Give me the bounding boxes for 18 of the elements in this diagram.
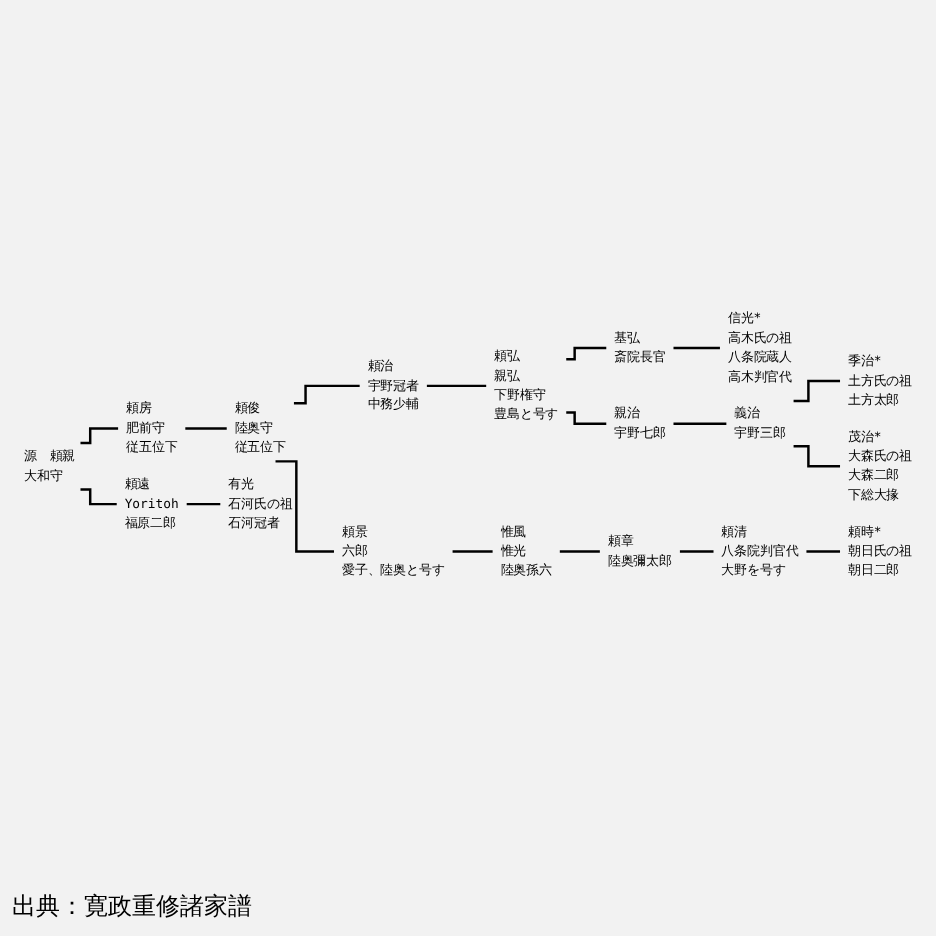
connector: [185, 427, 227, 430]
connector: [566, 411, 607, 425]
connector: [293, 384, 360, 405]
connector: [80, 488, 117, 506]
connector: [566, 346, 607, 361]
connector: [673, 346, 720, 350]
connector: [793, 445, 841, 468]
connector: [673, 422, 727, 425]
connector: [559, 550, 600, 553]
connector: [80, 427, 119, 445]
connector: [275, 460, 334, 553]
connector: [806, 550, 841, 553]
connector: [426, 384, 487, 388]
connector: [452, 550, 493, 553]
connector: [793, 379, 841, 403]
source-note: 出典：寛政重修諸家譜: [12, 890, 252, 924]
connector: [186, 502, 221, 506]
connector: [679, 550, 714, 553]
